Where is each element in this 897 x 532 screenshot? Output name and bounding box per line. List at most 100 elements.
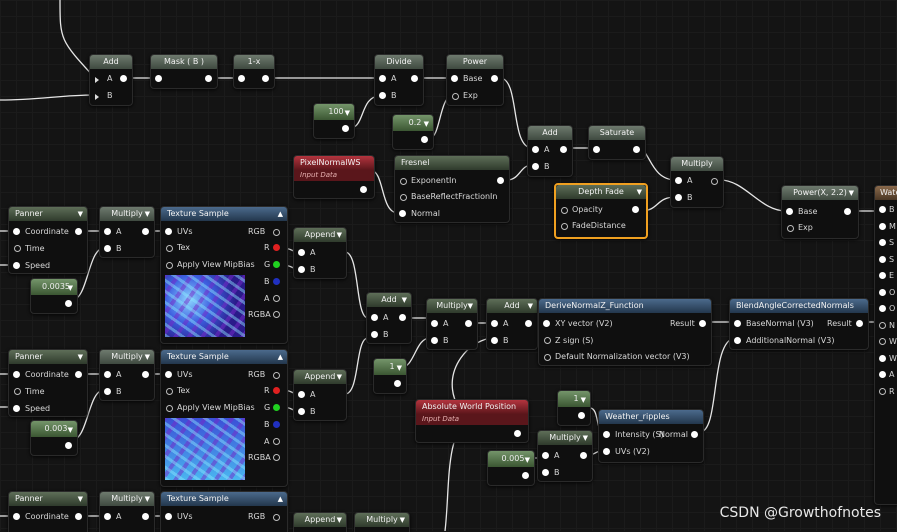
- output-pin[interactable]: [711, 178, 718, 185]
- saturate-node[interactable]: Saturate: [588, 125, 646, 160]
- material-input-pin[interactable]: [879, 239, 886, 246]
- chevron-down-icon[interactable]: ▼: [77, 353, 83, 361]
- input-pin[interactable]: [544, 354, 551, 361]
- constant-value[interactable]: 0.2: [408, 118, 422, 127]
- absolute-world-position-node[interactable]: Absolute World Position Input Data: [415, 399, 529, 443]
- input-pin[interactable]: [491, 337, 498, 344]
- panner-node-2[interactable]: Panner ▼ Coordinate Time Speed: [8, 349, 88, 417]
- chevron-down-icon[interactable]: ▼: [399, 516, 405, 524]
- input-pin[interactable]: [734, 337, 741, 344]
- append-node-3[interactable]: Append ▼: [293, 512, 347, 532]
- output-pin-a[interactable]: [273, 295, 280, 302]
- texture-sample-node-1[interactable]: Texture Sample ▲ UVs RGB Tex R Apply Vie…: [160, 206, 288, 344]
- input-pin[interactable]: [491, 320, 498, 327]
- material-input-pin[interactable]: [879, 338, 886, 345]
- output-pin-r[interactable]: [273, 244, 280, 251]
- output-pin[interactable]: [120, 75, 127, 82]
- output-pin[interactable]: [394, 380, 401, 387]
- add-node-4[interactable]: Add ▼ A B: [486, 298, 538, 350]
- constant-0.2-node[interactable]: 0.2 ▼: [392, 114, 434, 150]
- output-pin[interactable]: [142, 371, 149, 378]
- chevron-down-icon[interactable]: ▼: [580, 396, 586, 404]
- input-pin[interactable]: [544, 337, 551, 344]
- constant-value[interactable]: 0.0035: [42, 282, 70, 291]
- constant-value[interactable]: 0.003: [44, 424, 68, 433]
- multiply-node-3[interactable]: Multiply ▼ A B: [426, 298, 478, 350]
- constant-1-node-b[interactable]: 1 ▼: [557, 390, 591, 426]
- input-pin[interactable]: [13, 405, 20, 412]
- input-pin[interactable]: [14, 245, 21, 252]
- output-pin[interactable]: [75, 513, 82, 520]
- chevron-down-icon[interactable]: ▼: [67, 284, 73, 292]
- chevron-down-icon[interactable]: ▼: [527, 302, 533, 310]
- input-pin[interactable]: [532, 146, 539, 153]
- weather-ripples-node[interactable]: Weather_ripples Intensity (S) Normal UVs…: [598, 409, 704, 463]
- input-pin[interactable]: [13, 228, 20, 235]
- output-pin[interactable]: [632, 206, 639, 213]
- output-pin-r[interactable]: [273, 387, 280, 394]
- input-pin[interactable]: [431, 337, 438, 344]
- chevron-down-icon[interactable]: ▼: [396, 364, 402, 372]
- output-pin[interactable]: [580, 452, 587, 459]
- constant-100-node[interactable]: 100 ▼: [313, 103, 355, 139]
- chevron-down-icon[interactable]: ▼: [401, 296, 407, 304]
- input-pin[interactable]: [399, 210, 406, 217]
- output-pin[interactable]: [65, 300, 72, 307]
- input-pin[interactable]: [400, 178, 407, 185]
- constant-1-node-a[interactable]: 1 ▼: [373, 358, 407, 394]
- input-pin[interactable]: [452, 93, 459, 100]
- output-pin-b[interactable]: [273, 278, 280, 285]
- input-pin[interactable]: [379, 75, 386, 82]
- input-pin[interactable]: [787, 225, 794, 232]
- output-pin[interactable]: [273, 372, 280, 379]
- input-pin[interactable]: [13, 513, 20, 520]
- output-pin[interactable]: [497, 177, 504, 184]
- output-pin[interactable]: [421, 136, 428, 143]
- material-input-pin[interactable]: [879, 272, 886, 279]
- chevron-down-icon[interactable]: ▼: [336, 373, 342, 381]
- input-pin[interactable]: [165, 228, 172, 235]
- chevron-down-icon[interactable]: ▼: [336, 231, 342, 239]
- multiply-node-7[interactable]: Multiply ▼: [354, 512, 410, 532]
- material-input-pin[interactable]: [879, 321, 886, 329]
- chevron-down-icon[interactable]: ▼: [344, 109, 350, 117]
- input-pin[interactable]: [298, 266, 305, 273]
- input-pin[interactable]: [165, 513, 172, 520]
- material-input-pin[interactable]: [879, 371, 886, 378]
- output-pin[interactable]: [411, 75, 418, 82]
- add-node-2[interactable]: Add A B: [527, 125, 573, 177]
- input-pin[interactable]: [166, 245, 173, 252]
- output-pin[interactable]: [699, 320, 706, 327]
- material-input-pin[interactable]: [879, 222, 886, 230]
- input-pin[interactable]: [786, 208, 793, 215]
- output-pin[interactable]: [75, 371, 82, 378]
- input-pin[interactable]: [593, 146, 600, 153]
- input-pin[interactable]: [166, 405, 173, 412]
- output-pin[interactable]: [399, 314, 406, 321]
- output-pin[interactable]: [522, 472, 529, 479]
- input-pin[interactable]: [371, 331, 378, 338]
- input-pin[interactable]: [542, 452, 549, 459]
- chevron-down-icon[interactable]: ▼: [582, 434, 588, 442]
- input-pin[interactable]: [104, 245, 111, 252]
- input-pin[interactable]: [104, 513, 111, 520]
- chevron-down-icon[interactable]: ▼: [336, 516, 342, 524]
- output-pin-a[interactable]: [273, 438, 280, 445]
- multiply-node-2[interactable]: Multiply ▼ A B: [99, 206, 155, 258]
- output-pin[interactable]: [514, 430, 521, 437]
- texture-sample-node-2[interactable]: Texture Sample ▲ UVs RGB Tex R Apply Vie…: [160, 349, 288, 487]
- chevron-down-icon[interactable]: ▼: [77, 495, 83, 503]
- input-pin[interactable]: [603, 448, 610, 455]
- input-pin[interactable]: [734, 320, 741, 327]
- input-pin[interactable]: [14, 388, 21, 395]
- divide-node[interactable]: Divide A B: [374, 54, 424, 106]
- input-pin[interactable]: [104, 388, 111, 395]
- power-node[interactable]: Power Base Exp: [446, 54, 504, 106]
- material-input-pin[interactable]: [879, 387, 886, 395]
- output-pin-g[interactable]: [273, 404, 280, 411]
- input-pin[interactable]: [431, 320, 438, 327]
- input-pin[interactable]: [165, 371, 172, 378]
- output-pin[interactable]: [273, 229, 280, 236]
- append-node-2[interactable]: Append ▼ A B: [293, 369, 347, 421]
- constant-0.0035-node[interactable]: 0.0035 ▼: [30, 278, 78, 314]
